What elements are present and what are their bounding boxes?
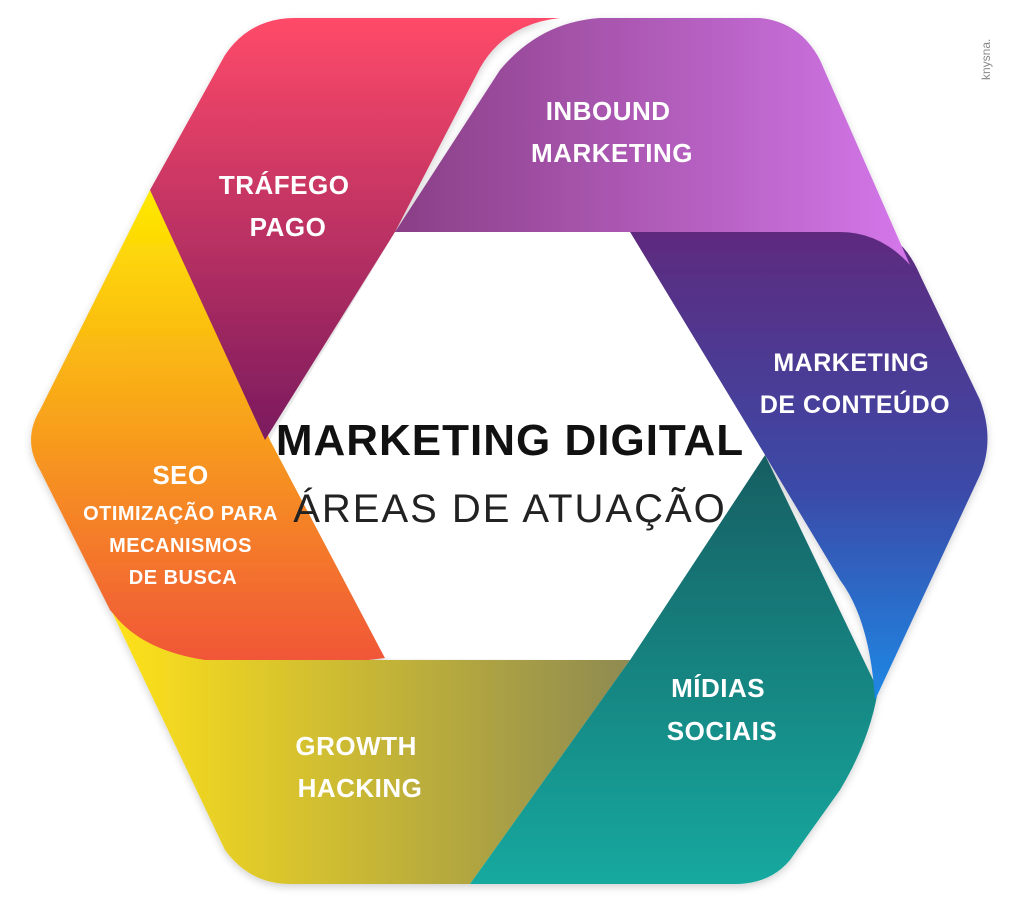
segment-seo (31, 190, 385, 680)
label-trafego: TRÁFEGO PAGO (219, 170, 357, 242)
segment-growth (112, 612, 630, 884)
label-midias: MÍDIAS SOCIAIS (667, 673, 777, 746)
label-inbound: INBOUND MARKETING (531, 96, 693, 168)
segment-inbound (395, 18, 910, 265)
center-subtitle: ÁREAS DE ATUAÇÃO (293, 486, 727, 531)
label-conteudo: MARKETING DE CONTEÚDO (760, 349, 950, 419)
label-seo: SEO OTIMIZAÇÃO PARA MECANISMOS DE BUSCA (83, 460, 283, 589)
segment-conteudo (630, 232, 988, 700)
center-hexagon (270, 232, 765, 660)
center-title: MARKETING DIGITAL (276, 416, 744, 465)
segment-trafego (150, 18, 560, 440)
label-growth: GROWTH HACKING (295, 731, 424, 803)
segment-midias (470, 455, 878, 884)
watermark-text: knysna. (979, 39, 993, 80)
